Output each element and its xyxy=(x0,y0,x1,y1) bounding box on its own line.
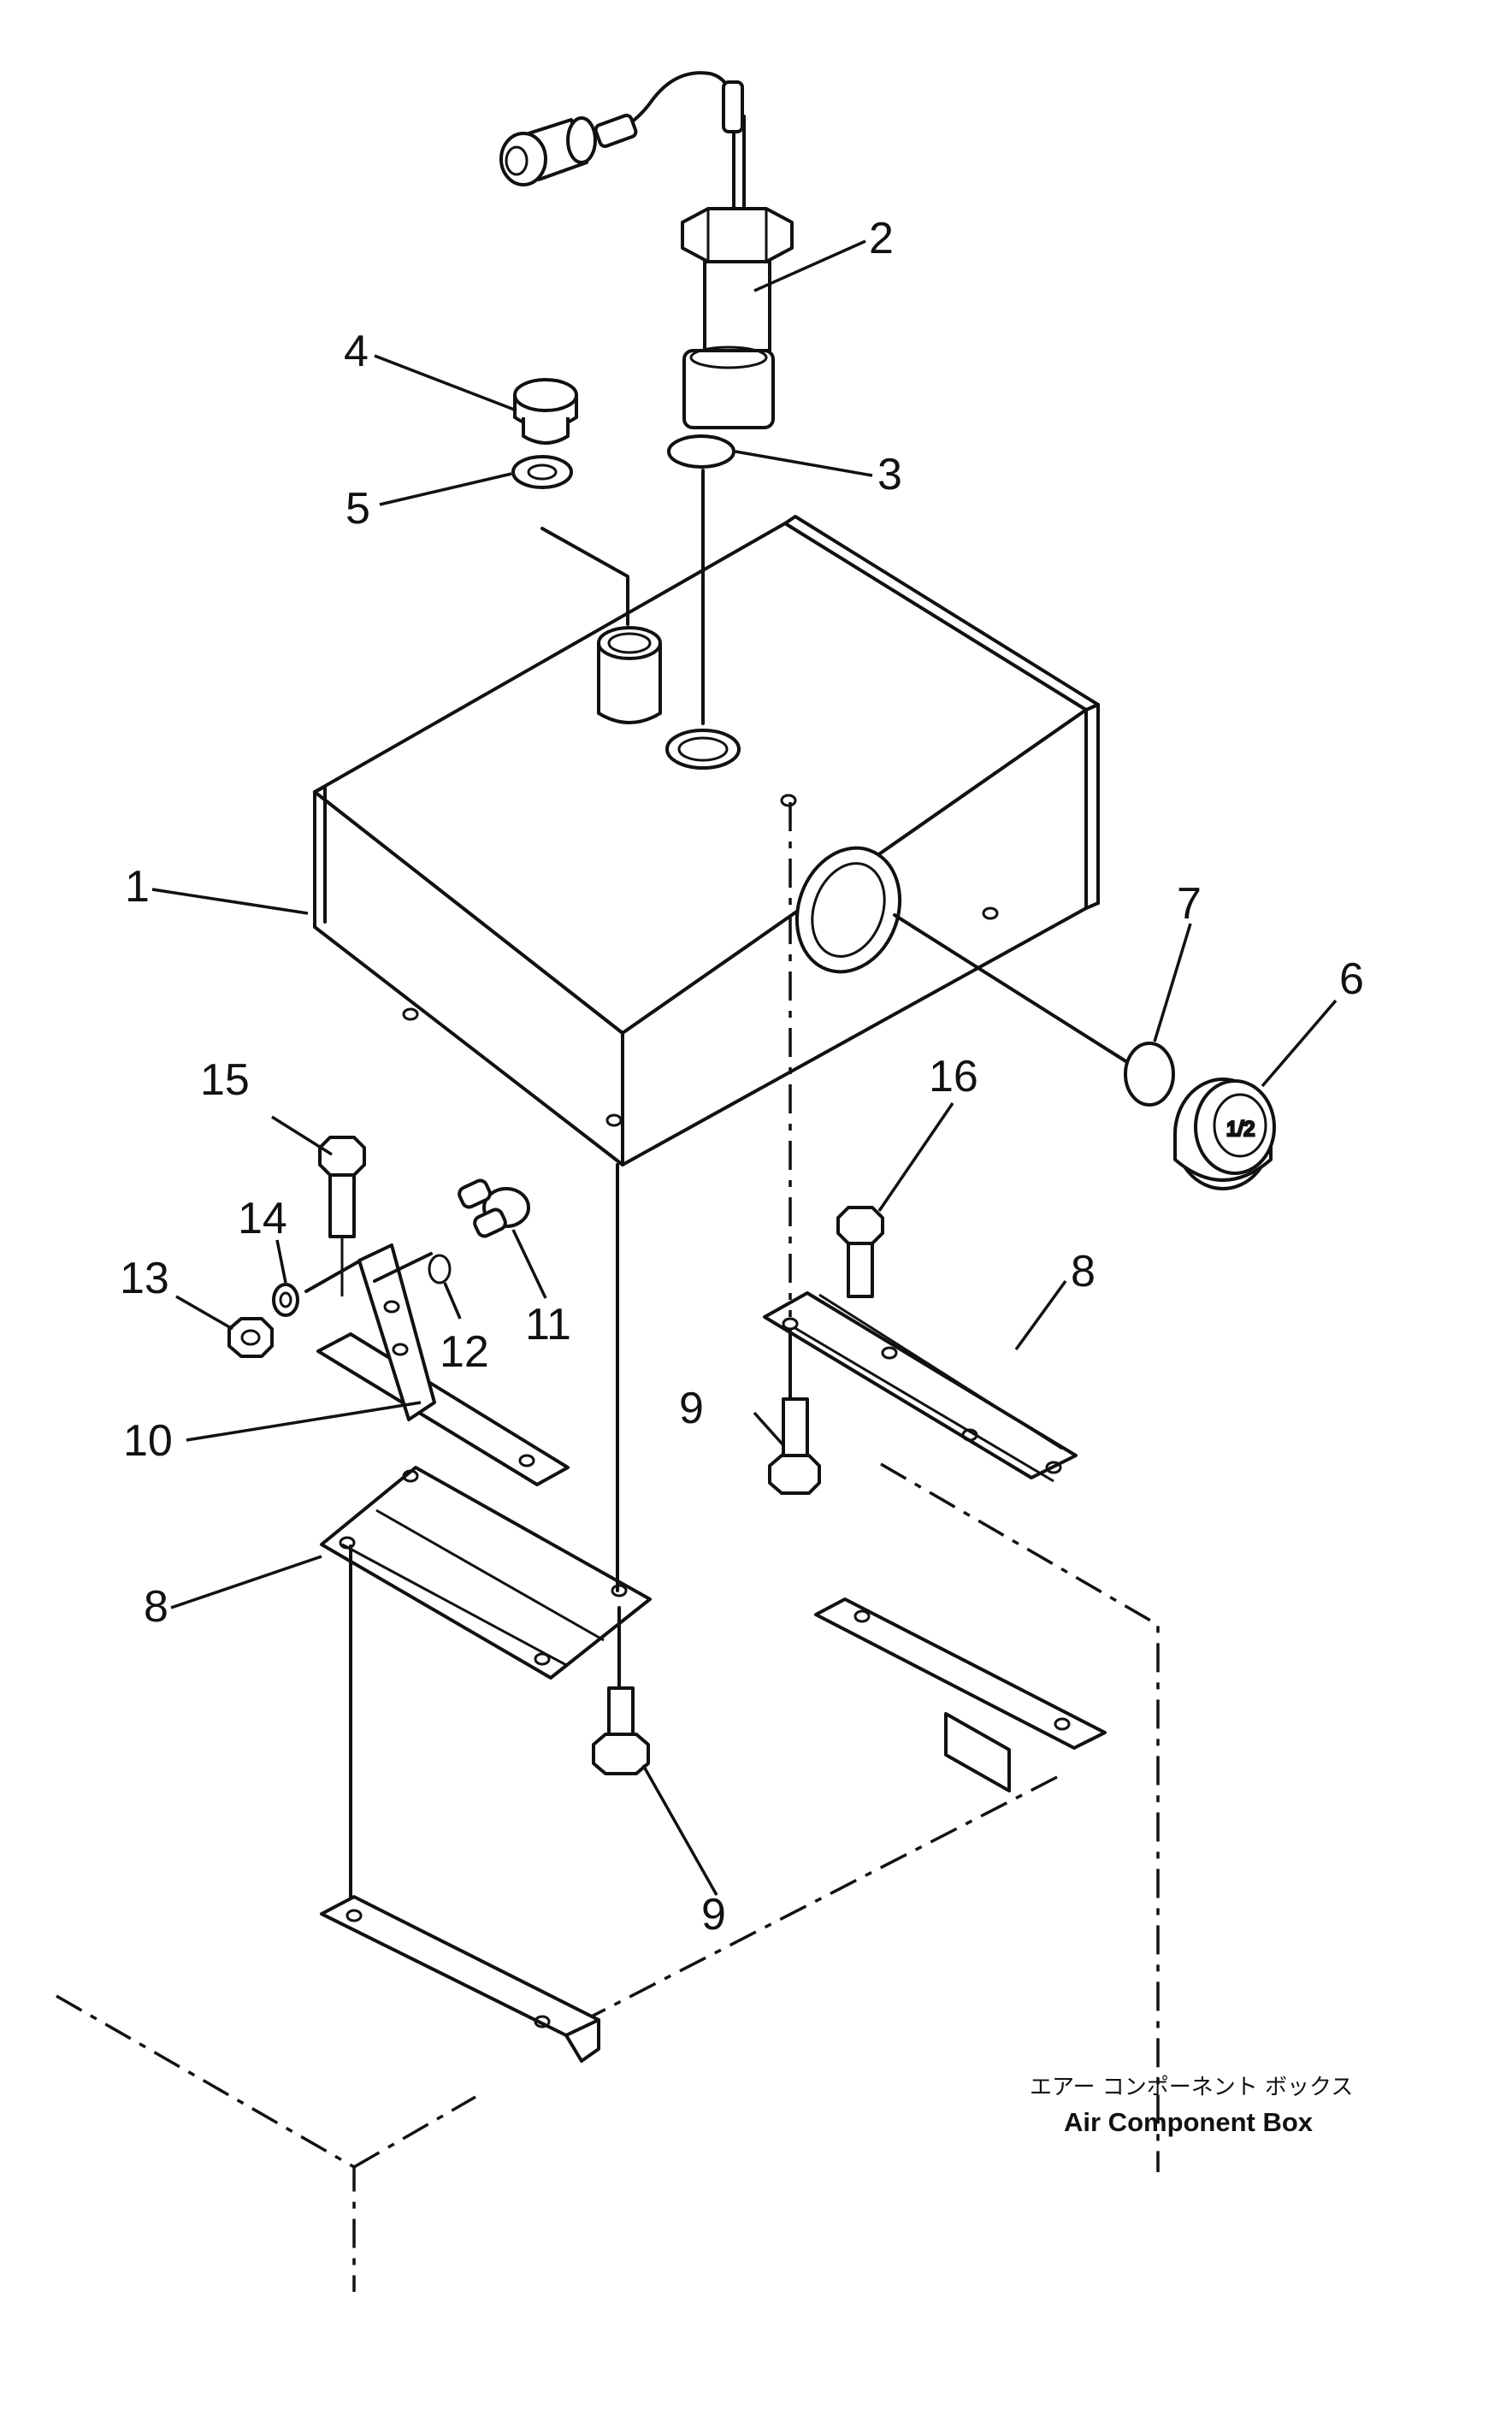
callout-13: 13 xyxy=(120,1254,169,1303)
callout-2: 2 xyxy=(869,214,894,263)
callout-10: 10 xyxy=(123,1416,173,1466)
callout-8a: 8 xyxy=(1071,1247,1096,1296)
plug xyxy=(513,378,578,445)
caption-japanese: エアー コンポーネント ボックス xyxy=(1030,2075,1353,2100)
o-ring xyxy=(667,434,735,469)
callout-12: 12 xyxy=(440,1327,489,1377)
callout-5: 5 xyxy=(346,484,370,534)
callout-4: 4 xyxy=(344,327,369,376)
caption-english: Air Component Box xyxy=(1064,2107,1314,2137)
callout-9a: 9 xyxy=(679,1384,704,1433)
callout-16: 16 xyxy=(929,1052,978,1101)
bracket xyxy=(316,1243,570,1486)
level-sensor xyxy=(499,71,794,429)
gauge-mark: 1/2 xyxy=(1226,1118,1255,1141)
tank xyxy=(313,515,1100,1166)
bolt-9-lower xyxy=(592,1686,650,1775)
washer xyxy=(511,455,573,489)
callout-11: 11 xyxy=(525,1300,571,1349)
callout-3: 3 xyxy=(877,450,902,499)
callout-6: 6 xyxy=(1339,954,1364,1004)
nut-13 xyxy=(227,1317,274,1358)
clip-12 xyxy=(428,1254,452,1284)
callout-9b: 9 xyxy=(701,1890,726,1940)
washer-14 xyxy=(272,1283,299,1317)
fitting-11 xyxy=(458,1178,530,1238)
mount-bracket-left xyxy=(320,1466,652,1680)
bolt-15 xyxy=(318,1136,366,1296)
air-component-box xyxy=(56,1462,1160,2292)
bolt-16 xyxy=(836,1206,884,1298)
sight-gauge: 1/2 xyxy=(1173,1078,1276,1190)
callout-15: 15 xyxy=(200,1055,250,1105)
callout-1: 1 xyxy=(125,862,150,912)
leader-lines xyxy=(151,239,1338,1896)
callout-numbers: 1 2 3 4 5 6 7 8 8 9 9 10 11 12 13 14 15 … xyxy=(120,214,1364,1940)
callout-7: 7 xyxy=(1177,879,1202,929)
callout-8b: 8 xyxy=(144,1582,168,1632)
gauge-o-ring xyxy=(1124,1042,1175,1107)
callout-14: 14 xyxy=(238,1194,287,1243)
mount-bracket-right xyxy=(763,1291,1078,1483)
bolt-9-upper xyxy=(768,1397,821,1495)
